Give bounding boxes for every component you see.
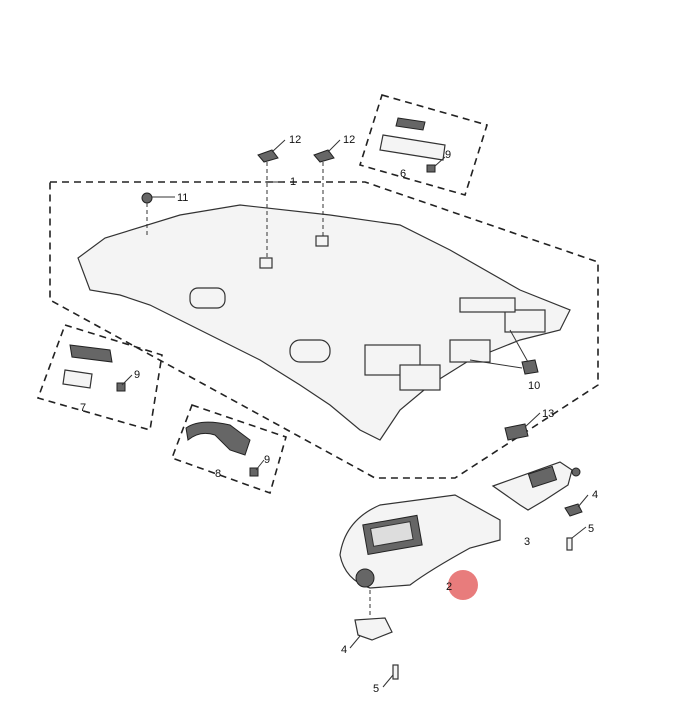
bracket-10[interactable] (521, 359, 539, 375)
box-item-8 (170, 403, 287, 495)
callout-12: 12 (343, 134, 355, 146)
leader-lines (121, 139, 589, 688)
callout-9: 9 (264, 454, 270, 466)
callout-4: 4 (341, 644, 347, 656)
callout-13: 13 (542, 408, 554, 420)
clip-12-left[interactable] (257, 149, 279, 163)
screw-5[interactable] (392, 664, 399, 680)
callout-9: 9 (445, 149, 451, 161)
dome-lamp-6[interactable] (379, 134, 446, 161)
headliner-pad (504, 309, 546, 333)
fastener-11[interactable] (141, 192, 153, 204)
mirror-glass (369, 521, 414, 547)
clip-12-right[interactable] (313, 149, 335, 163)
bulb-9[interactable] (426, 164, 436, 173)
callout-9: 9 (134, 369, 140, 381)
vanity-mirror-3 (527, 465, 558, 488)
headliner-recess (289, 339, 331, 363)
callout-3: 3 (524, 536, 530, 548)
highlight-marker[interactable] (448, 570, 478, 600)
callout-2: 2 (446, 581, 452, 593)
box-item-7 (36, 324, 163, 432)
callout-6: 6 (400, 168, 406, 180)
visor-clip-4[interactable] (564, 503, 583, 517)
clip-seat (259, 257, 273, 269)
callout-5: 5 (373, 683, 379, 695)
callout-10: 10 (528, 380, 540, 392)
lamp-lens-6 (395, 117, 426, 131)
screw-5[interactable] (566, 537, 573, 551)
visor-pivot (355, 568, 375, 588)
callout-4: 4 (592, 489, 598, 501)
headliner-pad (459, 297, 516, 313)
box-item-6 (358, 94, 489, 196)
headliner-pad (399, 364, 441, 391)
callout-12: 12 (289, 134, 301, 146)
headliner-recess (189, 287, 226, 309)
visor-pivot (571, 467, 581, 477)
lamp-housing-7 (62, 369, 93, 389)
bulb-9[interactable] (116, 382, 126, 392)
clip-seat (315, 235, 329, 247)
callout-1: 1 (290, 176, 296, 188)
visor-clip-4[interactable] (354, 617, 393, 641)
callout-7: 7 (80, 402, 86, 414)
callout-5: 5 (588, 523, 594, 535)
reading-lamp-7[interactable] (69, 344, 113, 363)
part-13[interactable] (504, 423, 529, 441)
headliner-pad (449, 339, 491, 363)
callout-8: 8 (215, 468, 221, 480)
bulb-9[interactable] (249, 467, 259, 477)
grab-handle-8[interactable] (185, 421, 251, 456)
callout-11: 11 (177, 192, 188, 204)
